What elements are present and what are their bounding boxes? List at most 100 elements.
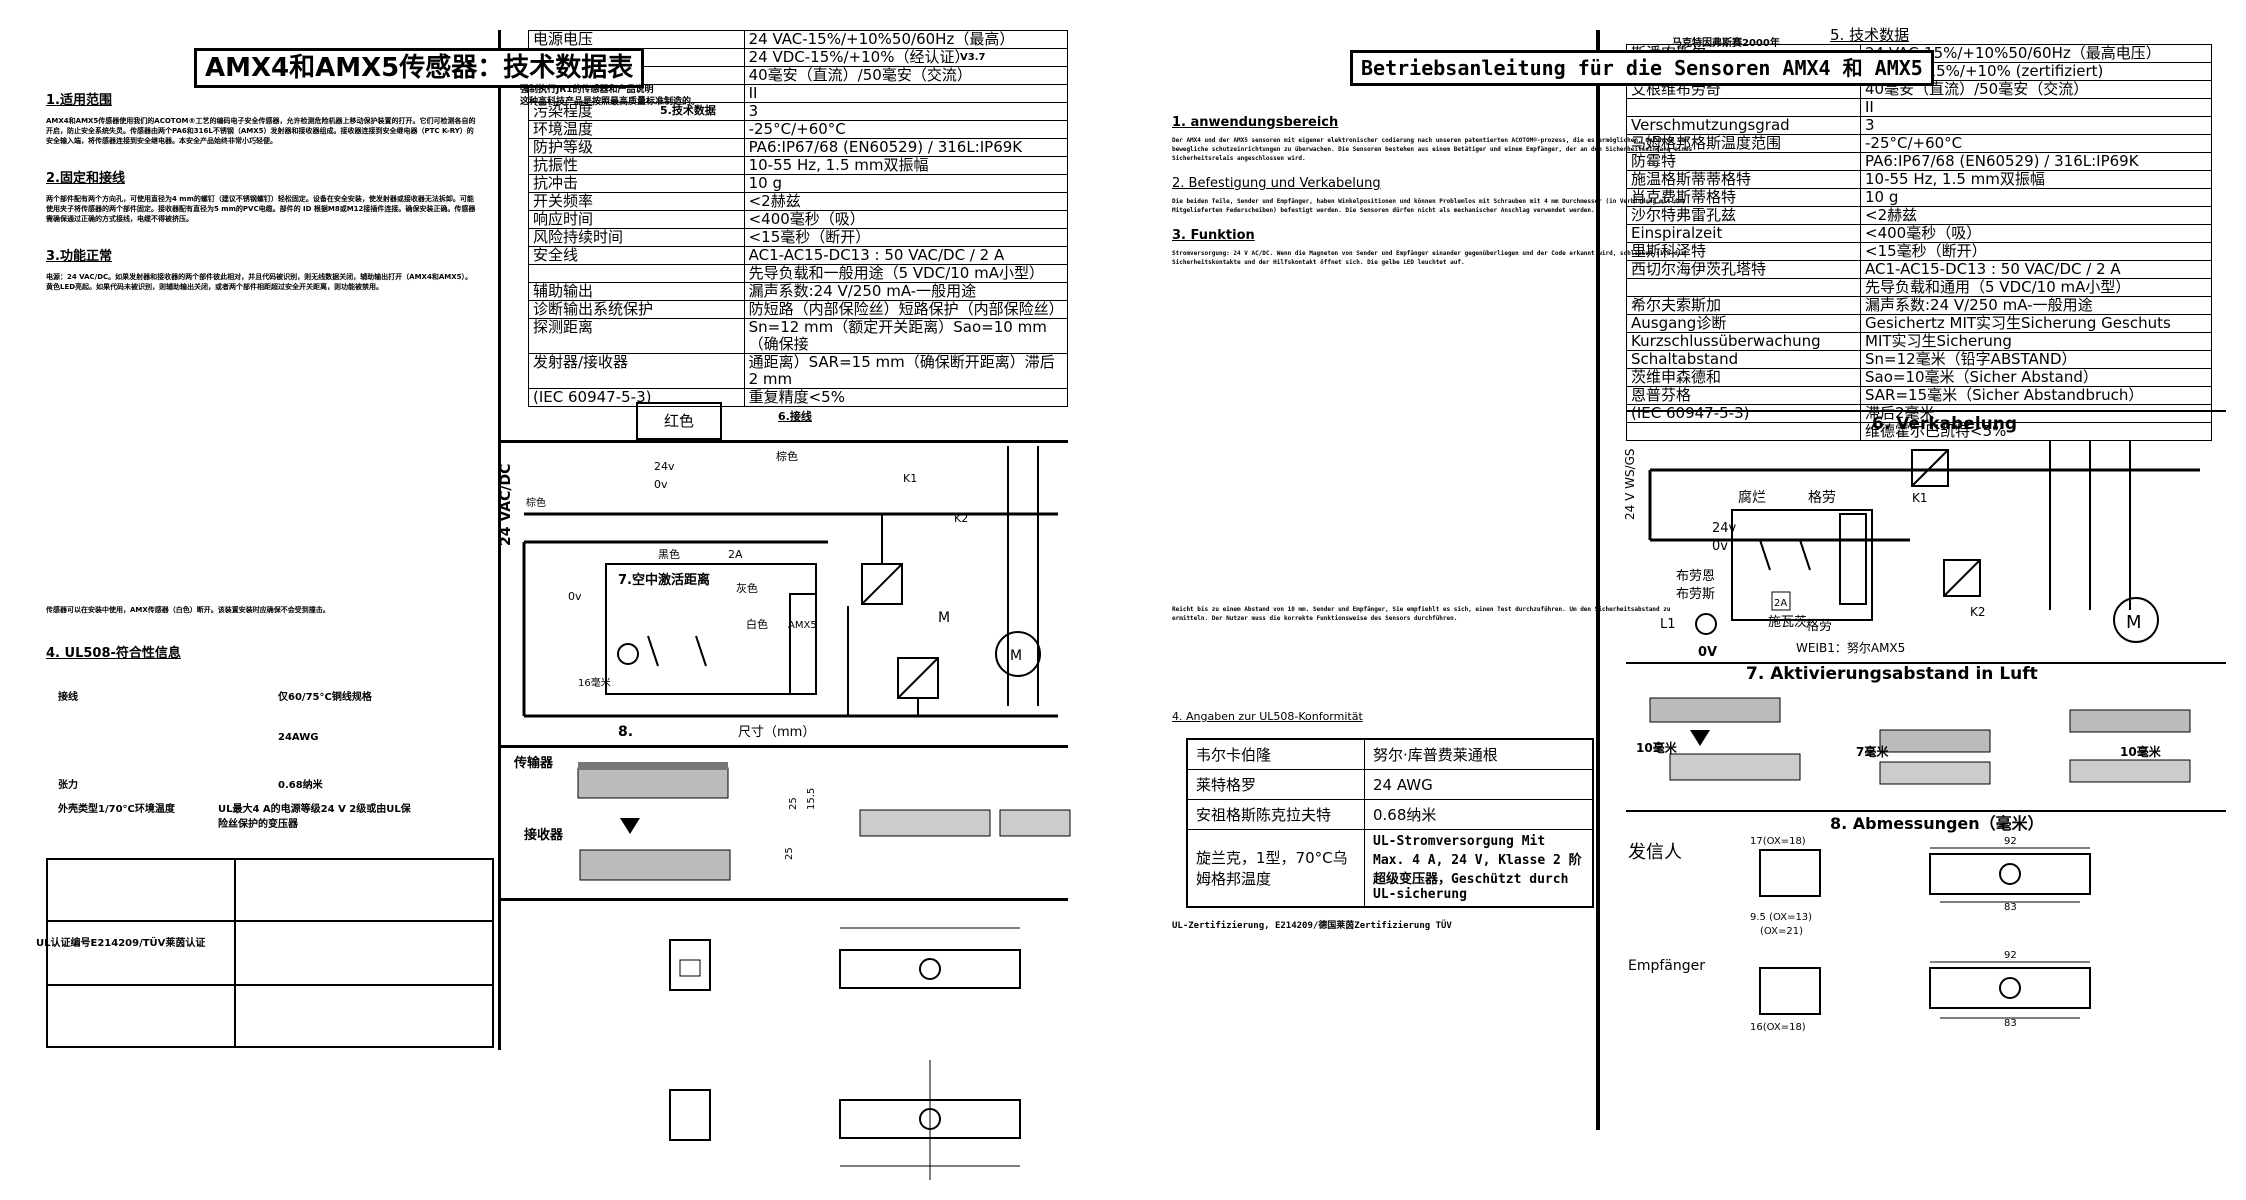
svg-text:K1: K1 xyxy=(903,472,917,485)
spec-row: 风险持续时间<15毫秒（断开） xyxy=(528,228,1069,247)
spec-key: 西切尔海伊茨孔塔特 xyxy=(1626,260,1861,279)
spec-key xyxy=(1626,98,1861,117)
spec-value: Sn=12 mm（额定开关距离）Sao=10 mm（确保接 xyxy=(743,318,1069,354)
r-section-2-title: 2. Befestigung und Verkabelung xyxy=(1172,176,1381,191)
svg-text:(OX=21): (OX=21) xyxy=(1760,926,1803,937)
spec-row: 诊断输出系统保护防短路（内部保险丝）短路保护（内部保险丝） xyxy=(528,300,1069,319)
spec-row: 消耗40毫安（直流）/50毫安（交流） xyxy=(528,66,1069,85)
spec-row: (IEC 60947-5-3)重复精度<5% xyxy=(528,388,1069,407)
svg-text:施瓦茨: 施瓦茨 xyxy=(1768,615,1807,630)
svg-text:83: 83 xyxy=(2004,902,2017,913)
spec-key: 探测距离 xyxy=(528,318,745,354)
spec-value: 10 g xyxy=(1860,188,2212,207)
spec-value: -25°C/+60°C xyxy=(743,120,1069,139)
svg-text:24v: 24v xyxy=(654,460,675,473)
wiring-diagram-left: 24 VAC/DC 24v 0v 棕色 K1 K2 棕色 黑色 2A 灰色 白色… xyxy=(498,446,1058,740)
cert-text: UL认证编号E214209/TÜV莱茵认证 xyxy=(36,938,206,949)
spec-key: Verschmutzungsgrad xyxy=(1626,116,1861,135)
svg-text:25: 25 xyxy=(784,847,795,860)
r-cert: UL-Zertifizierung, E214209/德国莱茵Zertifizi… xyxy=(1172,921,1452,931)
axis-label: 24 VAC/DC xyxy=(498,464,514,546)
spec-value: AC1-AC15-DC13 : 50 VAC/DC / 2 A xyxy=(743,246,1069,265)
r-section-7-title: 7. Aktivierungsabstand in Luft xyxy=(1746,664,2038,684)
spec-key: 开关频率 xyxy=(528,192,745,211)
svg-text:2A: 2A xyxy=(728,548,743,561)
svg-text:24 V WS/GS: 24 V WS/GS xyxy=(1623,448,1637,520)
spec-key: 发射器/接收器 xyxy=(528,353,745,389)
spec-row: Einspiralzeit<400毫秒（吸） xyxy=(1626,224,2212,243)
section-3-body: 电源：24 VAC/DC。如果发射器和接收器的两个部件彼此相对，并且代码被识别，… xyxy=(46,273,472,291)
svg-text:24v: 24v xyxy=(1712,521,1737,536)
svg-text:黑色: 黑色 xyxy=(658,547,680,561)
r-document-title: Betriebsanleitung für die Sensoren AMX4 … xyxy=(1350,50,1934,86)
spec-key: 诊断输出系统保护 xyxy=(528,300,745,319)
spec-row: 环境温度-25°C/+60°C xyxy=(528,120,1069,139)
spec-value: 维德霍尔巴凯特<5% xyxy=(1860,422,2212,441)
spec-key: 防护等级 xyxy=(528,138,745,157)
dimension-drawings-left xyxy=(669,927,1021,1180)
dimension-drawings-right: 17(OX=18) 9.5 (OX=13) (OX=21) 92 83 16(O… xyxy=(1750,836,2091,1033)
spec-key: 防霉特 xyxy=(1626,152,1861,171)
svg-text:尺寸（mm）: 尺寸（mm） xyxy=(738,725,815,740)
spec-value: <400毫秒（吸） xyxy=(743,210,1069,229)
spec-value: II xyxy=(743,84,1069,103)
spec-key: 希尔夫索斯加 xyxy=(1626,296,1861,315)
svg-text:K1: K1 xyxy=(1912,491,1928,505)
spec-value: 10-55 Hz, 1.5 mm双振幅 xyxy=(743,156,1069,175)
left-column: 1.适用范围 AMX4和AMX5传感器使用我们的ACOTOM®工艺的编码电子安全… xyxy=(46,94,476,292)
spec-key: 恩普芬格 xyxy=(1626,386,1861,405)
svg-text:83: 83 xyxy=(2004,1018,2017,1029)
spec-key: Einspiralzeit xyxy=(1626,224,1861,243)
receiver-label: 接收器 xyxy=(524,828,564,843)
spec-value: 通距离）SAR=15 mm（确保断开距离）滞后2 mm xyxy=(743,353,1069,389)
svg-text:25: 25 xyxy=(788,797,799,810)
spec-row: 辅助输出漏声系数:24 V/250 mA-一般用途 xyxy=(528,282,1069,301)
section-6-title: 6.接线 xyxy=(778,410,812,423)
document-title: AMX4和AMX5传感器：技术数据表 xyxy=(194,48,645,88)
spec-value: II xyxy=(1860,98,2212,117)
spec-row: 响应时间<400毫秒（吸） xyxy=(528,210,1069,229)
ul-row-1: 24AWG xyxy=(278,732,319,743)
mid-note: 传感器可以在安装中使用，AMX传感器（白色）断开。该装置安装时应确保不会受到撞击… xyxy=(46,606,330,614)
r-spec-table: 斯潘农斯尔24 VAC-15%/+10%50/60Hz（最高电压）24 VDC-… xyxy=(1626,44,2212,441)
spec-key xyxy=(528,264,745,283)
r-section-8-title: 8. Abmessungen（毫米） xyxy=(1830,814,2044,833)
section-7-title: 7.空中激活距离 xyxy=(618,572,710,588)
spec-row: 里斯科泽特<15毫秒（断开） xyxy=(1626,242,2212,261)
spec-key: 环境温度 xyxy=(528,120,745,139)
spec-row: 先导负载和通用（5 VDC/10 mA小型） xyxy=(1626,278,2212,297)
spec-key xyxy=(1626,278,1861,297)
svg-text:M: M xyxy=(1010,648,1022,664)
right-left-column: 1. anwendungsbereich Der AMX4 und der AM… xyxy=(1172,116,1702,267)
spec-row: 马姆格邦格斯温度范围-25°C/+60°C xyxy=(1626,134,2212,153)
svg-text:布劳恩: 布劳恩 xyxy=(1676,568,1715,584)
spec-value: 10 g xyxy=(743,174,1069,193)
spec-row: 开关频率<2赫兹 xyxy=(528,192,1069,211)
spec-value: AC1-AC15-DC13 : 50 VAC/DC / 2 A xyxy=(1860,260,2212,279)
r-section-6-title: 6. Verkabelung xyxy=(1872,414,2018,434)
svg-text:K2: K2 xyxy=(1970,605,1986,619)
spec-key: 马姆格邦格斯温度范围 xyxy=(1626,134,1861,153)
svg-text:10毫米: 10毫米 xyxy=(1636,740,1678,755)
spec-value: 40毫安（直流）/50毫安（交流） xyxy=(743,66,1069,85)
svg-text:布劳斯: 布劳斯 xyxy=(1676,586,1715,602)
device-drawings-left: 25 25 15.5 xyxy=(577,762,1071,881)
spec-key: Ausgang诊断 xyxy=(1626,314,1861,333)
spec-title: 5.技术数据 xyxy=(660,104,716,117)
spec-value: <2赫兹 xyxy=(743,192,1069,211)
r-spec-title: 5. 技术数据 xyxy=(1830,26,1910,44)
svg-text:7毫米: 7毫米 xyxy=(1856,744,1889,759)
svg-text:10毫米: 10毫米 xyxy=(2120,744,2162,759)
